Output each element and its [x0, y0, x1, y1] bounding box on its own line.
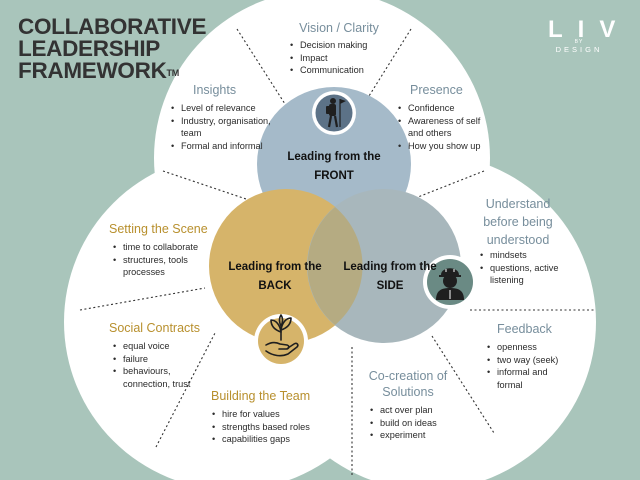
insights-item: Level of relevance — [171, 102, 271, 115]
social-contracts-item: equal voice — [113, 340, 209, 353]
setting-scene-item: structures, tools processes — [113, 254, 219, 279]
understand-item: mindsets — [480, 249, 564, 262]
brand-logo: LIV BY DESIGN — [538, 16, 631, 55]
section-presence: Presence Confidence Awareness of self an… — [398, 82, 484, 152]
understand-list: mindsets questions, active listening — [480, 249, 564, 287]
hand-holding-plant-icon — [254, 314, 308, 368]
section-co-creation: Co-creation of Solutions act over plan b… — [360, 368, 460, 442]
section-social-contracts: Social Contracts equal voice failure beh… — [109, 320, 209, 390]
trademark-mark: TM — [166, 68, 180, 78]
vision-heading: Vision / Clarity — [299, 21, 379, 35]
label-leading-back: Leading from the BACK — [228, 261, 322, 292]
section-building-the-team: Building the Team hire for values streng… — [205, 388, 325, 446]
understand-heading: Understand before being understood — [483, 197, 553, 247]
building-team-item: hire for values — [212, 408, 325, 421]
presence-list: Confidence Awareness of self and others … — [398, 102, 484, 152]
setting-scene-heading: Setting the Scene — [109, 222, 208, 236]
feedback-item: informal and formal — [487, 366, 567, 391]
brand-logo-sub: DESIGN — [555, 45, 603, 54]
presence-heading: Presence — [410, 83, 463, 97]
feedback-item: two way (seek) — [487, 354, 567, 367]
cocreation-item: experiment — [370, 429, 460, 442]
section-vision-clarity: Vision / Clarity Decision making Impact … — [290, 20, 408, 77]
cocreation-item: build on ideas — [370, 417, 460, 430]
insights-item: Formal and informal — [171, 140, 271, 153]
presence-item: How you show up — [398, 140, 484, 153]
insights-item: Industry, organisation, team — [171, 115, 271, 140]
social-contracts-item: failure — [113, 353, 209, 366]
vision-item: Communication — [290, 64, 408, 77]
cocreation-heading: Co-creation of Solutions — [368, 369, 448, 399]
person-with-hard-hat-icon — [423, 255, 477, 309]
label-leading-side: Leading from the SIDE — [343, 261, 437, 292]
building-team-heading: Building the Team — [211, 389, 311, 403]
vision-item: Decision making — [290, 39, 408, 52]
insights-list: Level of relevance Industry, organisatio… — [171, 102, 271, 152]
section-insights: Insights Level of relevance Industry, or… — [171, 82, 271, 152]
feedback-heading: Feedback — [497, 322, 552, 336]
overlap-back-side — [307, 207, 363, 325]
hiker-with-flag-icon — [312, 91, 356, 135]
insights-heading: Insights — [193, 83, 237, 97]
section-setting-the-scene: Setting the Scene time to collaborate st… — [109, 221, 219, 279]
presence-item: Awareness of self and others — [398, 115, 484, 140]
setting-scene-list: time to collaborate structures, tools pr… — [113, 241, 219, 279]
social-contracts-heading: Social Contracts — [109, 321, 201, 335]
section-understand: Understand before being understood minds… — [472, 195, 564, 287]
social-contracts-list: equal voice failure behaviours, connecti… — [113, 340, 209, 390]
cocreation-list: act over plan build on ideas experiment — [370, 404, 460, 442]
brand-logo-main: LIV — [548, 16, 631, 43]
cocreation-item: act over plan — [370, 404, 460, 417]
building-team-list: hire for values strengths based roles ca… — [212, 408, 325, 446]
building-team-item: strengths based roles — [212, 421, 325, 434]
building-team-item: capabilities gaps — [212, 433, 325, 446]
vision-item: Impact — [290, 52, 408, 65]
section-feedback: Feedback openness two way (seek) informa… — [487, 321, 567, 391]
feedback-item: openness — [487, 341, 567, 354]
setting-scene-item: time to collaborate — [113, 241, 219, 254]
presence-item: Confidence — [398, 102, 484, 115]
title-text: COLLABORATIVE LEADERSHIP FRAMEWORK — [18, 14, 207, 83]
framework-title: COLLABORATIVE LEADERSHIP FRAMEWORKTM — [18, 14, 218, 83]
brand-logo-by: BY — [574, 39, 584, 45]
label-leading-front: Leading from the FRONT — [287, 151, 381, 182]
social-contracts-item: behaviours, connection, trust — [113, 365, 209, 390]
vision-list: Decision making Impact Communication — [290, 39, 408, 77]
feedback-list: openness two way (seek) informal and for… — [487, 341, 567, 391]
understand-item: questions, active listening — [480, 262, 564, 287]
